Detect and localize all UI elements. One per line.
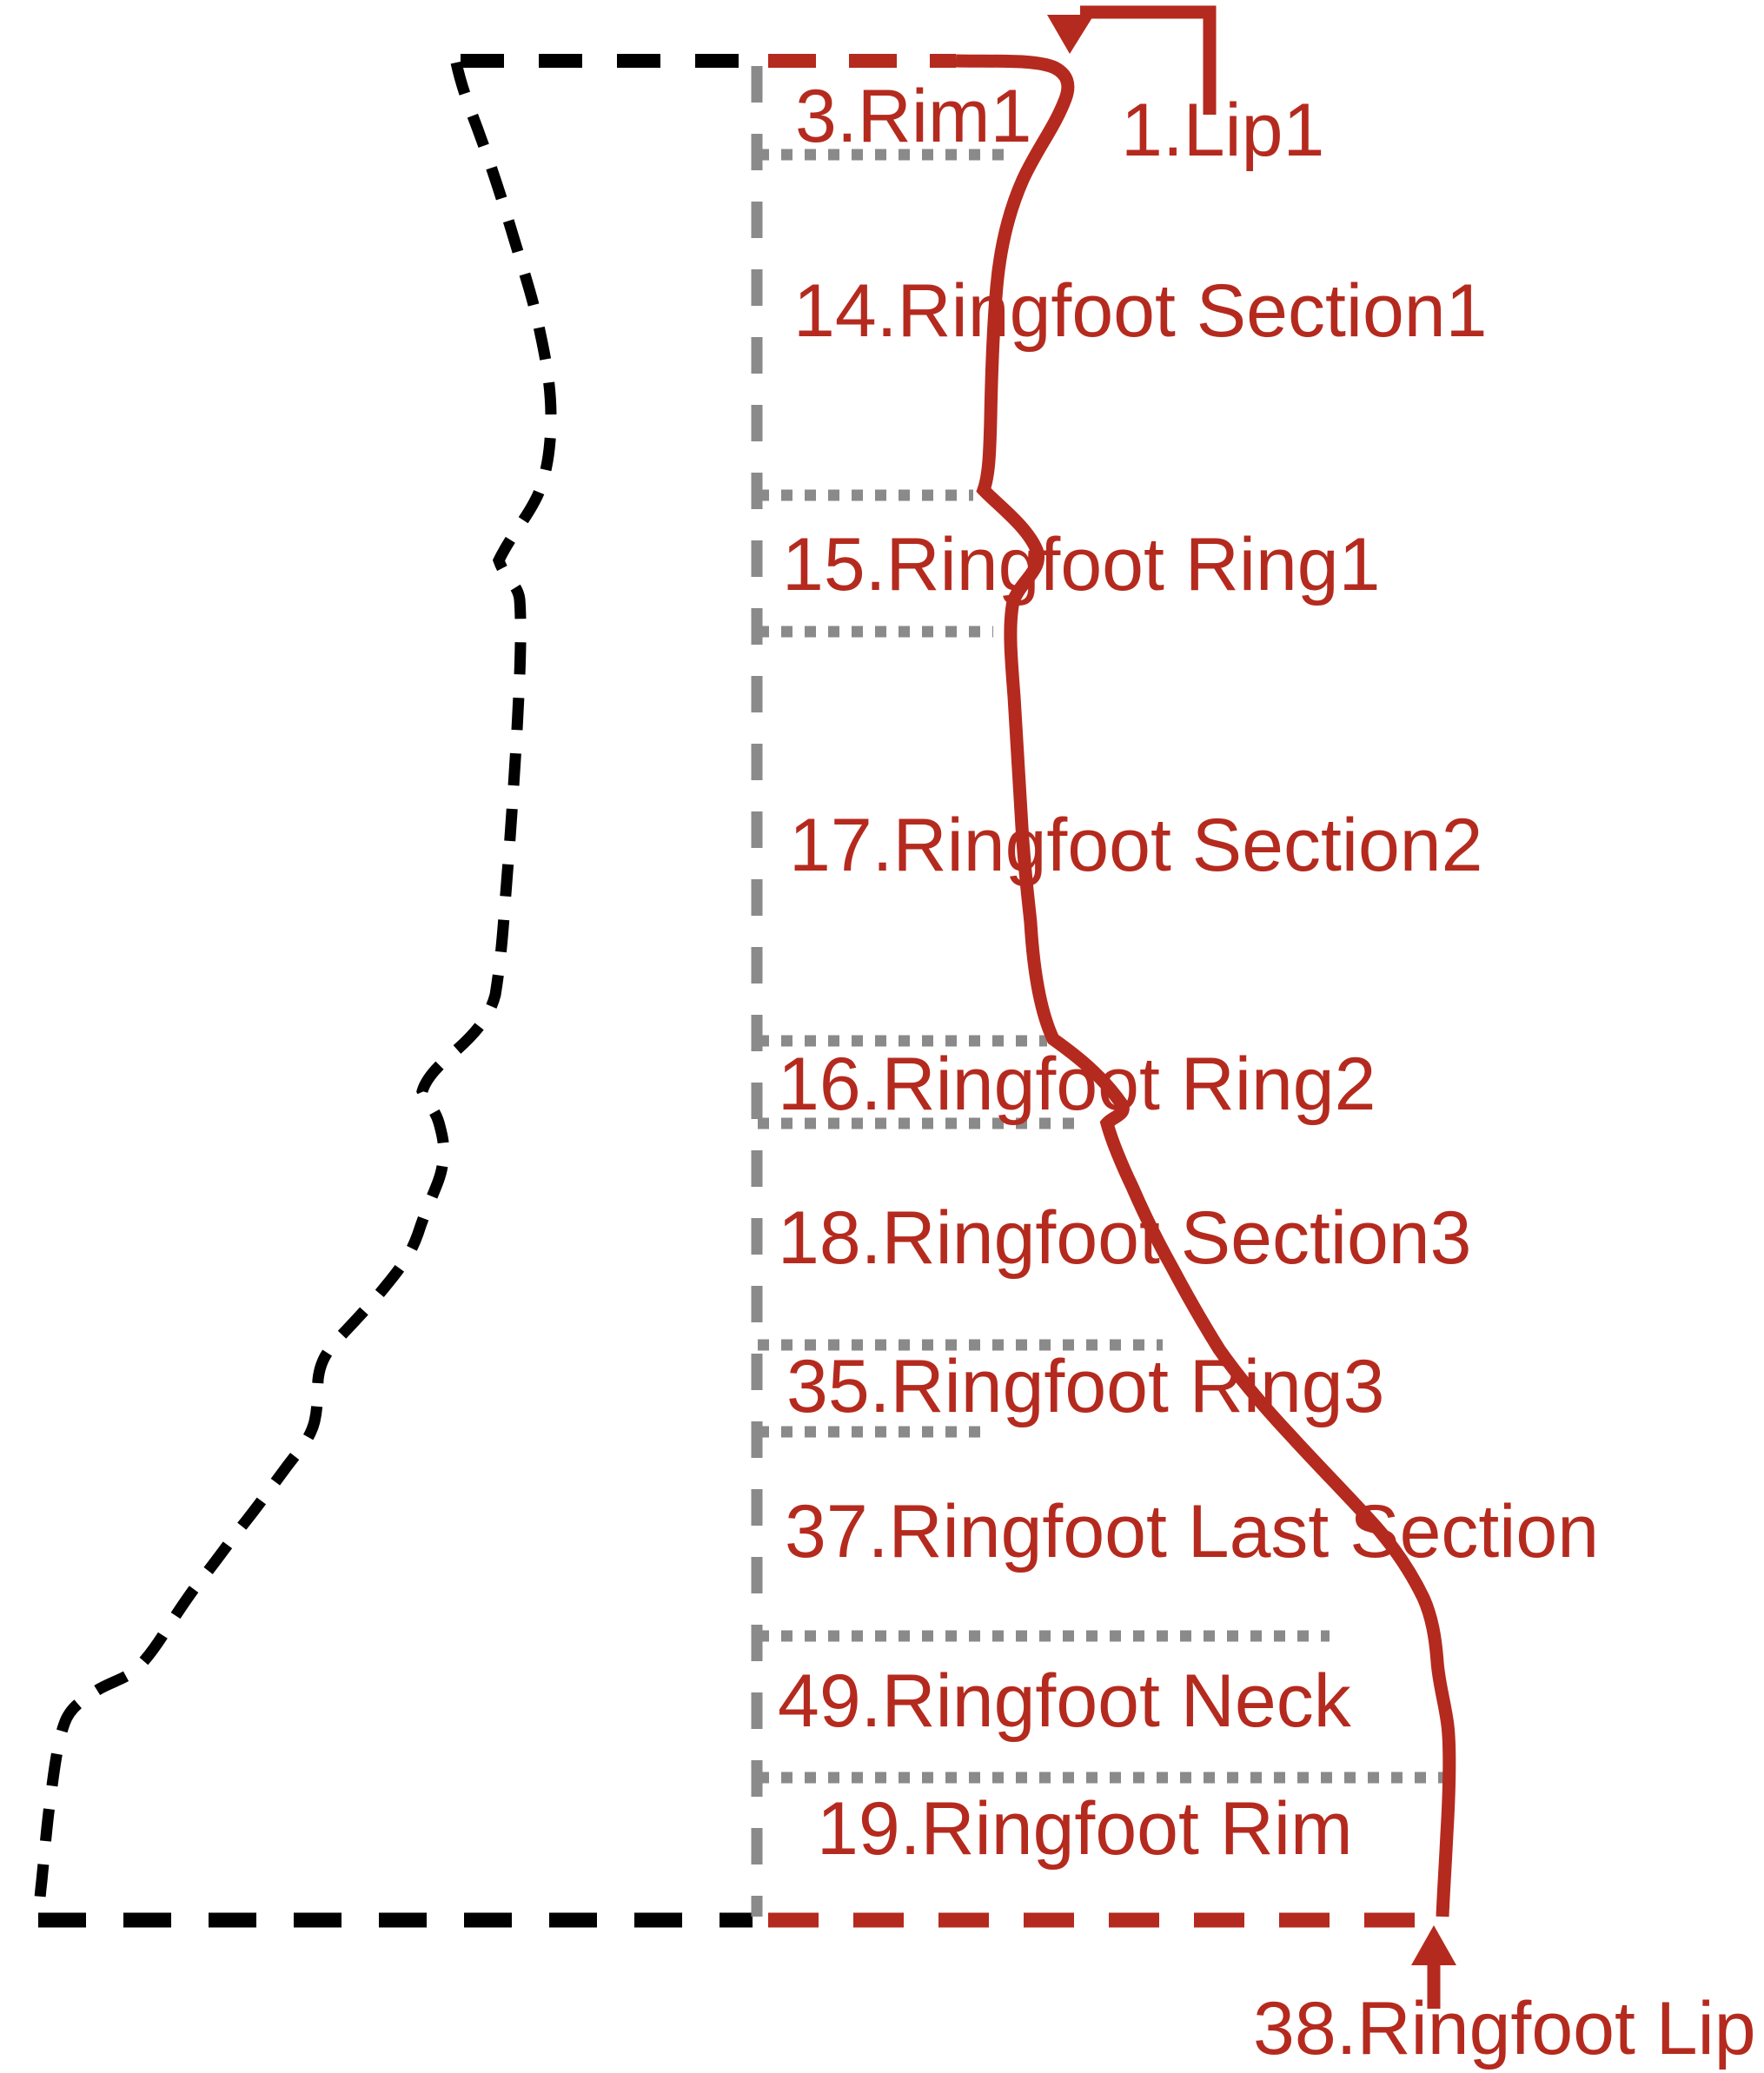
label-rim1: 3.Rim1 (795, 75, 1032, 158)
label-lip1: 1.Lip1 (1121, 89, 1325, 172)
label-ringfoot-last-section: 37.Ringfoot Last Section (785, 1490, 1600, 1573)
label-ringfoot-rim: 19.Ringfoot Rim (817, 1787, 1353, 1871)
label-ringfoot-neck: 49.Ringfoot Neck (778, 1659, 1351, 1743)
label-ringfoot-ring1: 15.Ringfoot Ring1 (782, 523, 1381, 606)
label-ringfoot-ring2: 16.Ringfoot Ring2 (778, 1043, 1376, 1126)
vessel-outline-dashed-path (32, 61, 557, 1919)
lip1-leader-line (1080, 5, 1217, 115)
label-ringfoot-lip: 38.Ringfoot Lip (1253, 1987, 1756, 2070)
label-ringfoot-section2: 17.Ringfoot Section2 (789, 804, 1483, 887)
arrow-up-icon (1411, 1925, 1456, 1965)
label-ringfoot-ring3: 35.Ringfoot Ring3 (786, 1345, 1385, 1428)
arrow-down-icon (1047, 15, 1094, 54)
profile-curve-red-path (955, 54, 1456, 1917)
label-ringfoot-section3: 18.Ringfoot Section3 (778, 1196, 1472, 1280)
label-ringfoot-section1: 14.Ringfoot Section1 (793, 269, 1488, 353)
